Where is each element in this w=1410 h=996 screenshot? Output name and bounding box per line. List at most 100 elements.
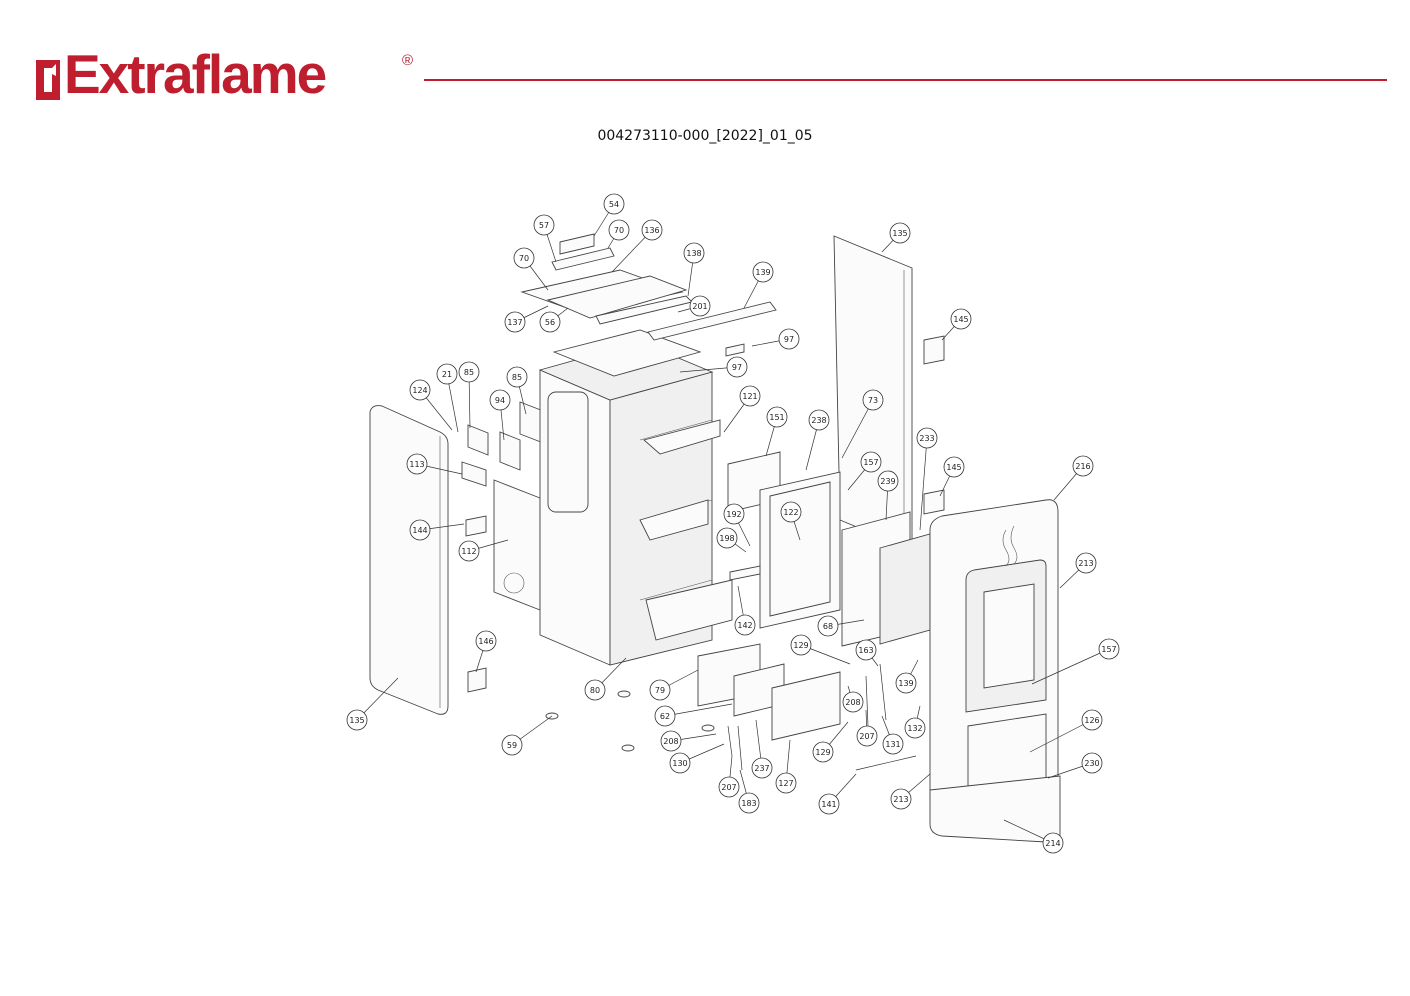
- callout-135: 135: [889, 222, 911, 244]
- callout-number: 129: [793, 641, 808, 650]
- callout-number: 80: [590, 686, 600, 695]
- callout-number: 97: [784, 335, 794, 344]
- callout-number: 208: [845, 698, 860, 707]
- callout-122: 122: [780, 501, 802, 523]
- callout-213: 213: [890, 788, 912, 810]
- callout-85: 85: [458, 361, 480, 383]
- callout-73: 73: [862, 389, 884, 411]
- rods-and-small-parts: [727, 663, 917, 771]
- callout-number: 237: [754, 764, 769, 773]
- callout-number: 146: [478, 637, 493, 646]
- callout-213: 213: [1075, 552, 1097, 574]
- callout-139: 139: [895, 672, 917, 694]
- callout-198: 198: [716, 527, 738, 549]
- callout-number: 216: [1075, 462, 1090, 471]
- callout-number: 85: [512, 373, 522, 382]
- callout-56: 56: [539, 311, 561, 333]
- callout-number: 112: [461, 547, 476, 556]
- callout-number: 141: [821, 800, 836, 809]
- callout-97: 97: [778, 328, 800, 350]
- callout-59: 59: [501, 734, 523, 756]
- callout-number: 213: [1078, 559, 1093, 568]
- callout-157: 157: [1098, 638, 1120, 660]
- callout-136: 136: [641, 219, 663, 241]
- callout-leader: [664, 703, 733, 717]
- callout-201: 201: [689, 295, 711, 317]
- callout-number: 233: [919, 434, 934, 443]
- callout-192: 192: [723, 503, 745, 525]
- callout-137: 137: [504, 311, 526, 333]
- callout-207: 207: [856, 725, 878, 747]
- front-facade: [929, 499, 1061, 843]
- callout-number: 239: [880, 477, 895, 486]
- callout-183: 183: [738, 792, 760, 814]
- callout-237: 237: [751, 757, 773, 779]
- callout-230: 230: [1081, 752, 1103, 774]
- callout-number: 207: [721, 783, 736, 792]
- callout-number: 139: [755, 268, 770, 277]
- callout-number: 138: [686, 249, 701, 258]
- callout-number: 129: [815, 748, 830, 757]
- callout-number: 56: [545, 318, 555, 327]
- callout-number: 208: [663, 737, 678, 746]
- callout-number: 145: [953, 315, 968, 324]
- small-brackets: [465, 335, 945, 693]
- callout-216: 216: [1072, 455, 1094, 477]
- callout-146: 146: [475, 630, 497, 652]
- stove-main-body: [538, 329, 733, 666]
- callout-21: 21: [436, 363, 458, 385]
- callout-number: 214: [1045, 839, 1060, 848]
- callout-number: 94: [495, 396, 505, 405]
- callout-135: 135: [346, 709, 368, 731]
- callout-163: 163: [855, 639, 877, 661]
- callout-233: 233: [916, 427, 938, 449]
- callout-number: 97: [732, 363, 742, 372]
- callout-number: 70: [614, 226, 624, 235]
- callout-127: 127: [775, 772, 797, 794]
- callout-leader: [1031, 648, 1110, 685]
- callout-144: 144: [409, 519, 431, 541]
- callout-80: 80: [584, 679, 606, 701]
- callout-number: 73: [868, 396, 878, 405]
- callout-leader: [841, 399, 874, 459]
- rear-bracket-plates: [461, 401, 547, 611]
- callout-number: 136: [644, 226, 659, 235]
- callout-70: 70: [513, 247, 535, 269]
- callout-number: 151: [769, 413, 784, 422]
- callout-number: 213: [893, 795, 908, 804]
- callout-number: 183: [741, 799, 756, 808]
- brand-wordmark: Extraflame: [64, 43, 327, 105]
- callout-112: 112: [458, 540, 480, 562]
- top-panels: [520, 233, 777, 357]
- callout-number: 192: [726, 510, 741, 519]
- callout-number: 135: [349, 716, 364, 725]
- callout-number: 201: [692, 302, 707, 311]
- callout-121: 121: [739, 385, 761, 407]
- callout-number: 54: [609, 200, 619, 209]
- callout-number: 62: [660, 712, 670, 721]
- callout-number: 68: [823, 622, 833, 631]
- callout-number: 85: [464, 368, 474, 377]
- callout-number: 21: [442, 370, 452, 379]
- callout-85: 85: [506, 366, 528, 388]
- header-rule: [424, 79, 1387, 81]
- callout-130: 130: [669, 752, 691, 774]
- callout-number: 126: [1084, 716, 1099, 725]
- callout-number: 135: [892, 229, 907, 238]
- callout-number: 132: [907, 724, 922, 733]
- callout-239: 239: [877, 470, 899, 492]
- callout-208: 208: [842, 691, 864, 713]
- callout-208: 208: [660, 730, 682, 752]
- callout-number: 157: [863, 458, 878, 467]
- callout-number: 59: [507, 741, 517, 750]
- callout-number: 57: [539, 221, 549, 230]
- callout-number: 163: [858, 646, 873, 655]
- callout-79: 79: [649, 679, 671, 701]
- callout-124: 124: [409, 379, 431, 401]
- callout-142: 142: [734, 614, 756, 636]
- callout-number: 238: [811, 416, 826, 425]
- callout-113: 113: [406, 453, 428, 475]
- callout-number: 142: [737, 621, 752, 630]
- callout-number: 70: [519, 254, 529, 263]
